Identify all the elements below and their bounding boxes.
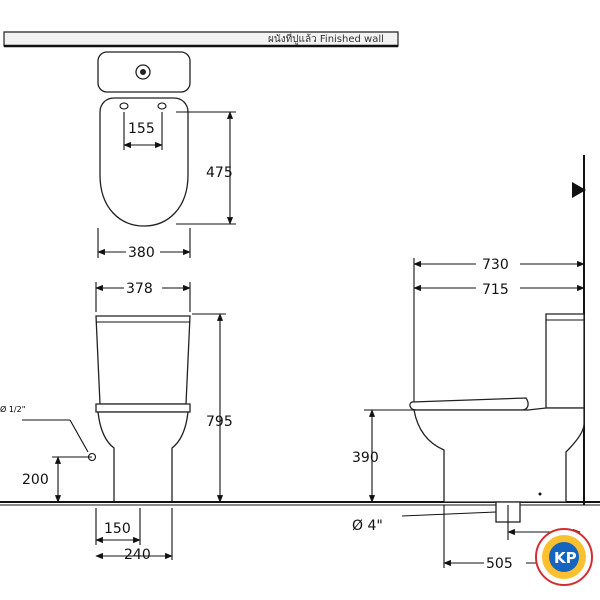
overall-depth-dim: 730	[482, 257, 509, 273]
base-width-dim: 240	[124, 547, 151, 563]
rough-in-dim: 505	[486, 556, 513, 572]
cistern-front	[95, 315, 191, 405]
seat-width-dim: 380	[128, 245, 155, 261]
body-depth-dim: 715	[482, 282, 509, 298]
seat-length-dim: 475	[206, 165, 233, 181]
wall-marker-icon	[572, 182, 586, 198]
seat-side	[409, 397, 529, 411]
seat-hole-spacing-dim: 155	[128, 121, 155, 137]
side-view: 730 715 390 Ø 4" 505	[352, 155, 586, 572]
front-width-dim: 378	[126, 281, 153, 297]
top-view: 155 475 380	[97, 51, 236, 261]
inlet-height-dim: 200	[22, 472, 49, 488]
seat-height-dim: 390	[352, 450, 379, 466]
bowl-side	[413, 407, 585, 503]
cistern-side	[545, 313, 585, 409]
front-view: 378 795 Ø 1/2" 200 150 240	[0, 281, 600, 563]
finished-wall-bar: ผนังที่ปูแล้ว Finished wall	[3, 31, 399, 48]
brand-logo: KP	[535, 528, 593, 586]
total-height-dim: 795	[206, 414, 233, 430]
finished-wall-label: ผนังที่ปูแล้ว Finished wall	[268, 31, 384, 45]
outlet-diameter-label: Ø 4"	[352, 518, 383, 534]
seat-top	[99, 97, 189, 227]
logo-text: KP	[554, 549, 577, 567]
outlet-offset-dim: 150	[104, 521, 131, 537]
inlet-size-label: Ø 1/2"	[0, 404, 25, 414]
bowl-front	[97, 411, 189, 503]
